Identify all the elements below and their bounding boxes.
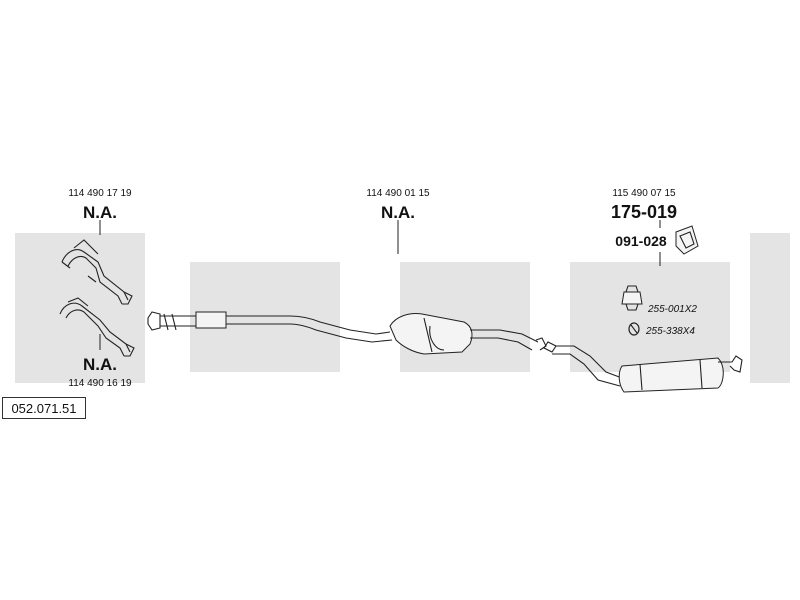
clamp-part-number: 091-028	[615, 233, 667, 249]
part-number: N.A.	[83, 355, 117, 374]
front-pipe-upper	[61, 239, 133, 305]
middle-muffler-pipe	[147, 311, 547, 355]
rubber-mount-icon	[621, 285, 643, 311]
part-number: 175-019	[611, 202, 677, 222]
part-number: N.A.	[381, 203, 415, 222]
rear-muffler-pipe	[543, 341, 743, 393]
watermark-logo	[15, 233, 790, 383]
clamp-icon	[675, 225, 699, 255]
part-number: N.A.	[83, 203, 117, 222]
diagram-number: 052.071.51	[2, 397, 86, 419]
oem-number: 114 490 16 19	[68, 378, 132, 389]
ring-part-number: 255-338X4	[645, 326, 695, 337]
oem-number: 114 490 17 19	[68, 188, 132, 199]
oem-number: 114 490 01 15	[366, 188, 430, 199]
ring-icon	[628, 322, 640, 336]
oem-number: 115 490 07 15	[612, 188, 676, 199]
front-pipe-lower	[59, 297, 135, 357]
rubber-mount-part-number: 255-001X2	[647, 304, 697, 315]
